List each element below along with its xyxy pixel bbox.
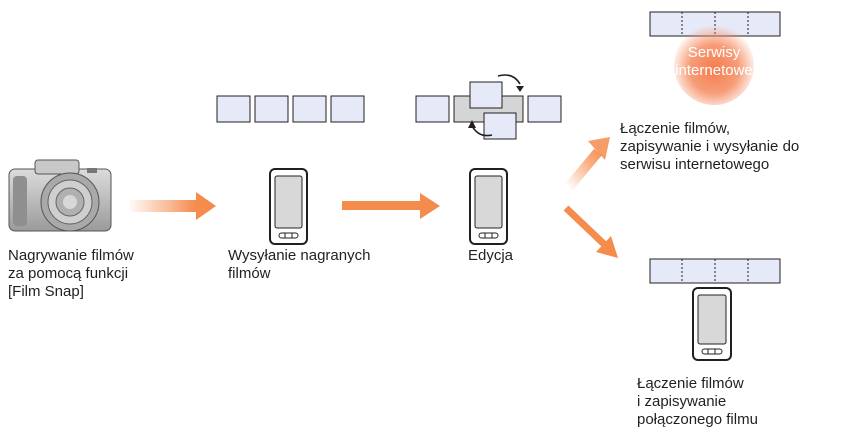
moving-frame <box>469 81 503 109</box>
film-frame <box>415 95 450 123</box>
step-upload-caption: Łączenie filmów, zapisywanie i wysyłanie… <box>620 120 800 173</box>
film-frames-strip <box>216 95 365 123</box>
film-frame <box>216 95 251 123</box>
film-frame <box>330 95 365 123</box>
film-frame <box>292 95 327 123</box>
cloud-label: Serwisy internetowe <box>675 44 753 79</box>
arrow-record-to-send <box>130 192 216 220</box>
camera-icon <box>8 159 112 232</box>
film-frame <box>527 95 562 123</box>
smartphone-icon <box>469 168 508 245</box>
edit-frames-visual <box>415 74 562 140</box>
arrow-edit-to-save <box>563 205 618 258</box>
arrow-send-to-edit <box>342 193 440 219</box>
arrow-edit-to-upload <box>564 137 610 192</box>
step-edit-caption: Edycja <box>468 247 514 264</box>
film-frame <box>254 95 289 123</box>
step-record-caption: Nagrywanie filmów za pomocą funkcji [Fil… <box>8 247 134 300</box>
cloud-icon <box>674 25 754 105</box>
save-strip <box>649 258 781 284</box>
step-save-caption: Łączenie filmów i zapisywanie połączoneg… <box>637 375 758 428</box>
smartphone-icon <box>692 287 732 361</box>
step-send-caption: Wysyłanie nagranych filmów <box>228 247 371 282</box>
smartphone-icon <box>269 168 308 245</box>
swap-arrows-icon <box>468 74 524 137</box>
